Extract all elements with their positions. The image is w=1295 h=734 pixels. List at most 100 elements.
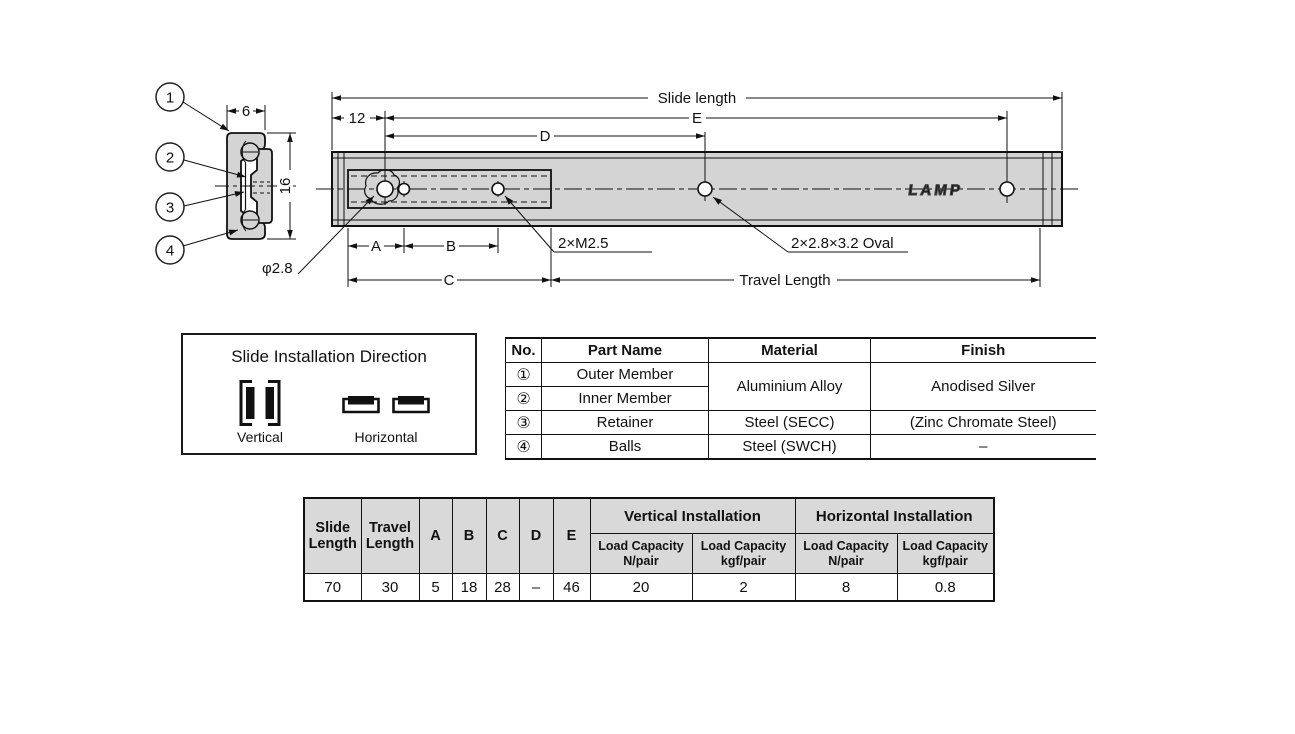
callout-4-number: 4 bbox=[166, 243, 174, 260]
mounting-holes bbox=[376, 180, 1015, 198]
dim-12-label: 12 bbox=[349, 110, 366, 127]
dim-slide-length-label: Slide length bbox=[658, 90, 736, 107]
dim-b: B bbox=[404, 238, 498, 255]
dimension-load-table: Slide Length Travel Length A B C D E Ver… bbox=[303, 497, 995, 602]
spec-col-horizontal-kgf: Load Capacity kgf/pair bbox=[896, 533, 995, 574]
part-no: ① bbox=[505, 362, 542, 387]
callout-1-number: 1 bbox=[166, 90, 174, 107]
value-c: 28 bbox=[485, 573, 520, 602]
rail-plan-view: LAMP Slide length 12 E bbox=[262, 89, 1078, 289]
vertical-label: Vertical bbox=[237, 429, 283, 445]
dim-travel-length-label: Travel Length bbox=[739, 272, 830, 289]
callout-1-circle bbox=[155, 82, 185, 112]
spec-col-d: D bbox=[518, 497, 554, 574]
parts-table: No. Part Name Material Finish ① Outer Me… bbox=[505, 337, 1096, 460]
vertical-installation-icon bbox=[239, 380, 281, 426]
parts-col-no: No. bbox=[505, 337, 542, 363]
hole-oval-a bbox=[697, 181, 713, 197]
callout-balloons: 1 2 3 4 bbox=[155, 82, 247, 265]
horizontal-label: Horizontal bbox=[354, 429, 418, 445]
label-phi28: φ2.8 bbox=[262, 260, 293, 277]
part-name: Inner Member bbox=[541, 386, 709, 411]
spec-col-a: A bbox=[418, 497, 453, 574]
spec-data-row: 70 30 5 18 28 – 46 20 2 8 0.8 bbox=[303, 573, 995, 602]
spec-group-vertical: Vertical Installation bbox=[589, 497, 796, 534]
unit-line: kgf/pair bbox=[720, 553, 767, 568]
dim-e: E bbox=[385, 110, 1007, 127]
cross-section-view: 6 16 1 2 3 4 bbox=[155, 82, 296, 265]
spec-col-travel-length: Travel Length bbox=[360, 497, 420, 574]
dim-slide-length: Slide length bbox=[332, 89, 1062, 107]
unit-line: N/pair bbox=[828, 553, 864, 568]
value-e: 46 bbox=[552, 573, 591, 602]
hole-m25-b bbox=[491, 182, 505, 196]
hole-phi28 bbox=[376, 180, 394, 198]
spec-header-sub-row: Load Capacity N/pair Load Capacity kgf/p… bbox=[304, 533, 995, 574]
value-horizontal-kgf: 0.8 bbox=[896, 573, 995, 602]
dim-b-label: B bbox=[446, 238, 456, 255]
part-material: Steel (SECC) bbox=[708, 410, 871, 435]
dim-c: C bbox=[348, 272, 551, 289]
label-m25: 2×M2.5 bbox=[558, 235, 608, 252]
value-travel-length: 30 bbox=[360, 573, 420, 602]
horizontal-installation-icon bbox=[342, 396, 430, 414]
spec-group-horizontal: Horizontal Installation bbox=[794, 497, 995, 534]
dim-12: 12 bbox=[332, 110, 385, 127]
slide-technical-drawing: 6 16 1 2 3 4 bbox=[155, 82, 1078, 289]
spec-header-group-row: Slide Length Travel Length A B C D E Ver… bbox=[303, 497, 995, 574]
value-b: 18 bbox=[451, 573, 487, 602]
dim-c-label: C bbox=[444, 272, 455, 289]
parts-row-balls: ④ Balls Steel (SWCH) – bbox=[505, 434, 1096, 460]
dim-6: 6 bbox=[226, 103, 266, 130]
part-name: Retainer bbox=[541, 410, 709, 435]
part-finish: – bbox=[870, 434, 1096, 460]
value-vertical-n: 20 bbox=[589, 573, 693, 602]
value-vertical-kgf: 2 bbox=[691, 573, 796, 602]
leader-oval: 2×2.8×3.2 Oval bbox=[712, 196, 908, 253]
part-no: ③ bbox=[505, 410, 542, 435]
unit-line: N/pair bbox=[623, 553, 659, 568]
spec-col-b: B bbox=[451, 497, 487, 574]
dim-a-label: A bbox=[371, 238, 381, 255]
dim-16: 16 bbox=[267, 132, 296, 240]
outer-member-profile bbox=[226, 132, 266, 240]
value-slide-length: 70 bbox=[303, 573, 362, 602]
part-no: ④ bbox=[505, 434, 542, 460]
spec-col-e: E bbox=[552, 497, 591, 574]
unit-line: kgf/pair bbox=[922, 553, 968, 568]
parts-header-row: No. Part Name Material Finish bbox=[505, 337, 1096, 363]
load-capacity-line: Load Capacity bbox=[902, 538, 988, 553]
callout-2-number: 2 bbox=[166, 150, 174, 167]
parts-row-inner-member: ② Inner Member bbox=[505, 386, 1096, 411]
leader-m25: 2×M2.5 bbox=[504, 195, 652, 253]
callout-3-circle bbox=[155, 192, 185, 222]
spec-col-slide-length: Slide Length bbox=[303, 497, 362, 574]
hole-m25-a bbox=[397, 182, 411, 196]
parts-col-part-name: Part Name bbox=[541, 337, 709, 363]
parts-row-outer-member: ① Outer Member Aluminium Alloy Anodised … bbox=[505, 362, 1096, 411]
spec-col-horizontal-n: Load Capacity N/pair bbox=[794, 533, 898, 574]
callout-4-circle bbox=[155, 235, 185, 265]
value-horizontal-n: 8 bbox=[794, 573, 898, 602]
load-capacity-line: Load Capacity bbox=[700, 538, 787, 553]
part-material: Aluminium Alloy bbox=[708, 362, 871, 411]
parts-row-retainer: ③ Retainer Steel (SECC) (Zinc Chromate S… bbox=[505, 410, 1096, 435]
dim-16-label: 16 bbox=[277, 178, 294, 195]
value-a: 5 bbox=[418, 573, 453, 602]
part-material: Steel (SWCH) bbox=[708, 434, 871, 460]
part-finish: Anodised Silver bbox=[870, 362, 1096, 411]
spec-col-vertical-n: Load Capacity N/pair bbox=[589, 533, 693, 574]
load-capacity-line: Load Capacity bbox=[803, 538, 889, 553]
part-finish: (Zinc Chromate Steel) bbox=[870, 410, 1096, 435]
parts-col-material: Material bbox=[708, 337, 871, 363]
dim-e-label: E bbox=[692, 110, 702, 127]
value-d: – bbox=[518, 573, 554, 602]
hole-oval-b bbox=[999, 181, 1015, 197]
part-name: Balls bbox=[541, 434, 709, 460]
callout-3-number: 3 bbox=[166, 200, 174, 217]
dim-6-label: 6 bbox=[242, 103, 250, 120]
part-name: Outer Member bbox=[541, 362, 709, 387]
dim-d-label: D bbox=[540, 128, 551, 145]
installation-box-title: Slide Installation Direction bbox=[231, 347, 427, 366]
